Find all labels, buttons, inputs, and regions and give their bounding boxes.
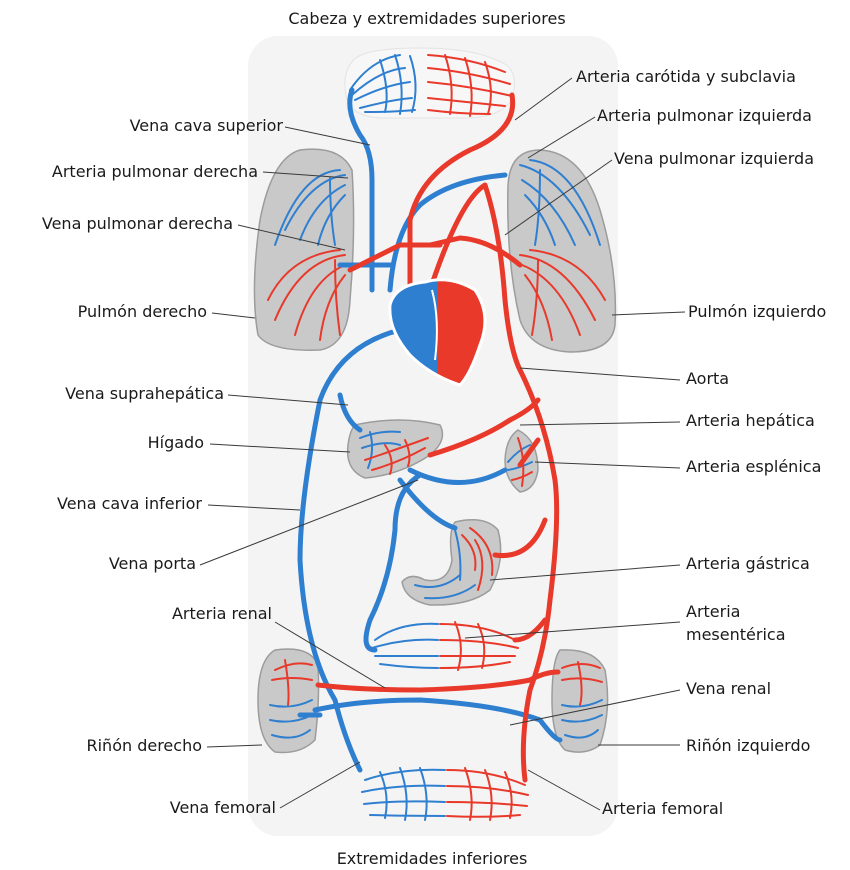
rinon-derecho-organ (258, 649, 319, 753)
label-arteria-esplenica: Arteria esplénica (686, 457, 821, 476)
label-vena-cava-superior: Vena cava superior (130, 116, 284, 135)
rinon-izquierdo-organ (552, 650, 608, 752)
label-vena-pulmonar-izquierda: Vena pulmonar izquierda (614, 149, 814, 168)
title-bottom: Extremidades inferiores (337, 849, 528, 868)
label-aorta: Aorta (686, 369, 729, 388)
label-arteria-pulmonar-derecha: Arteria pulmonar derecha (52, 162, 258, 181)
label-arteria-hepatica: Arteria hepática (686, 411, 815, 430)
label-vena-porta: Vena porta (109, 554, 196, 573)
label-rinon-izquierdo: Riñón izquierdo (686, 736, 810, 755)
label-pulmon-derecho: Pulmón derecho (78, 302, 207, 321)
label-vena-cava-inferior: Vena cava inferior (57, 494, 202, 513)
label-pulmon-izquierdo: Pulmón izquierdo (688, 302, 826, 321)
label-arteria-mesenterica-line2: mesentérica (686, 625, 786, 644)
label-vena-suprahepatica: Vena suprahepática (65, 384, 224, 403)
label-higado: Hígado (148, 433, 204, 452)
label-arteria-mesenterica-line1: Arteria (686, 602, 740, 621)
label-arteria-pulmonar-izquierda: Arteria pulmonar izquierda (597, 106, 812, 125)
label-arteria-carotida: Arteria carótida y subclavia (576, 67, 796, 86)
label-rinon-derecho: Riñón derecho (86, 736, 202, 755)
title-top: Cabeza y extremidades superiores (288, 9, 565, 28)
label-vena-pulmonar-derecha: Vena pulmonar derecha (42, 214, 233, 233)
head-capillary-bed (345, 48, 515, 118)
label-arteria-femoral: Arteria femoral (602, 799, 723, 818)
label-arteria-gastrica: Arteria gástrica (686, 554, 810, 573)
label-arteria-renal: Arteria renal (172, 604, 272, 623)
label-vena-femoral: Vena femoral (170, 798, 276, 817)
label-vena-renal: Vena renal (686, 679, 771, 698)
